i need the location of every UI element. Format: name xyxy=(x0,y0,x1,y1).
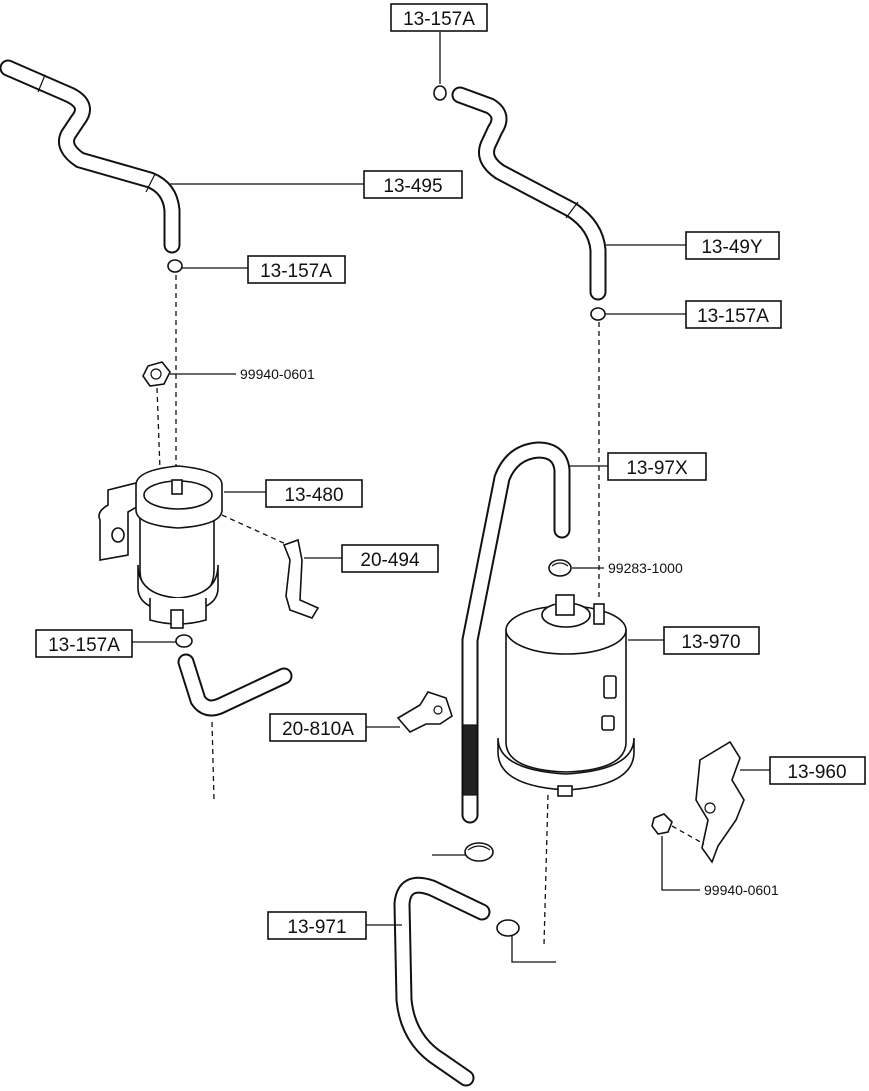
svg-text:20-810A: 20-810A xyxy=(282,719,354,740)
bracket-13-960 xyxy=(695,740,745,864)
label-nut-right: 99940-0601 xyxy=(704,882,779,898)
clip-20-810a xyxy=(396,691,453,733)
label-clip-left-lower: 13-157A xyxy=(35,629,133,658)
hose-13-97x xyxy=(461,441,571,824)
label-20-810a: 20-810A xyxy=(269,713,367,742)
clip-left-upper xyxy=(167,259,183,273)
clip-top xyxy=(433,85,447,101)
nut-left xyxy=(142,361,171,387)
label-nut-left: 99940-0601 xyxy=(240,366,315,382)
svg-text:13-157A: 13-157A xyxy=(48,635,120,656)
leader-clip-hose-971 xyxy=(511,936,556,963)
clip-left-lower xyxy=(175,634,193,648)
svg-text:13-971: 13-971 xyxy=(287,917,346,938)
dash-line-canister-bottom xyxy=(543,794,549,946)
label-13-960: 13-960 xyxy=(769,756,866,785)
svg-text:13-49Y: 13-49Y xyxy=(701,237,763,258)
svg-text:13-480: 13-480 xyxy=(284,485,343,506)
label-clip-top: 13-157A xyxy=(390,3,488,32)
canister-13-970 xyxy=(497,594,635,797)
label-99283-1000: 99283-1000 xyxy=(608,560,683,576)
label-13-97x: 13-97X xyxy=(607,452,707,481)
label-13-495: 13-495 xyxy=(363,170,463,199)
label-13-970: 13-970 xyxy=(663,626,760,655)
dash-line-nut xyxy=(156,387,161,471)
dash-line-left-lower xyxy=(211,721,215,801)
svg-text:13-157A: 13-157A xyxy=(697,306,769,327)
svg-text:13-970: 13-970 xyxy=(681,632,740,653)
fuel-filter-13-480 xyxy=(98,465,223,629)
clip-hose-971 xyxy=(496,919,520,937)
hose-13-971 xyxy=(393,876,491,1087)
label-13-480: 13-480 xyxy=(265,479,363,508)
svg-text:13-157A: 13-157A xyxy=(403,9,475,30)
hose-left-lower xyxy=(177,653,293,717)
bracket-20-494 xyxy=(221,514,320,619)
nut-right xyxy=(651,813,705,845)
svg-text:13-157A: 13-157A xyxy=(260,261,332,282)
hose-13-495 xyxy=(0,59,181,254)
hose-13-49y xyxy=(451,86,607,301)
svg-text:13-97X: 13-97X xyxy=(626,458,688,479)
leader-nut-right xyxy=(661,836,700,891)
svg-text:13-495: 13-495 xyxy=(383,176,442,197)
label-clip-right-upper: 13-157A xyxy=(685,300,782,329)
label-13-971: 13-971 xyxy=(267,911,367,940)
label-20-494: 20-494 xyxy=(341,544,439,573)
clip-99283-1000 xyxy=(548,559,572,577)
label-13-49y: 13-49Y xyxy=(685,231,780,260)
svg-text:20-494: 20-494 xyxy=(360,550,420,571)
svg-text:13-960: 13-960 xyxy=(787,762,846,783)
clip-right-upper xyxy=(590,307,606,321)
label-clip-left-upper: 13-157A xyxy=(247,255,346,284)
clip-canister-lower xyxy=(464,842,494,862)
